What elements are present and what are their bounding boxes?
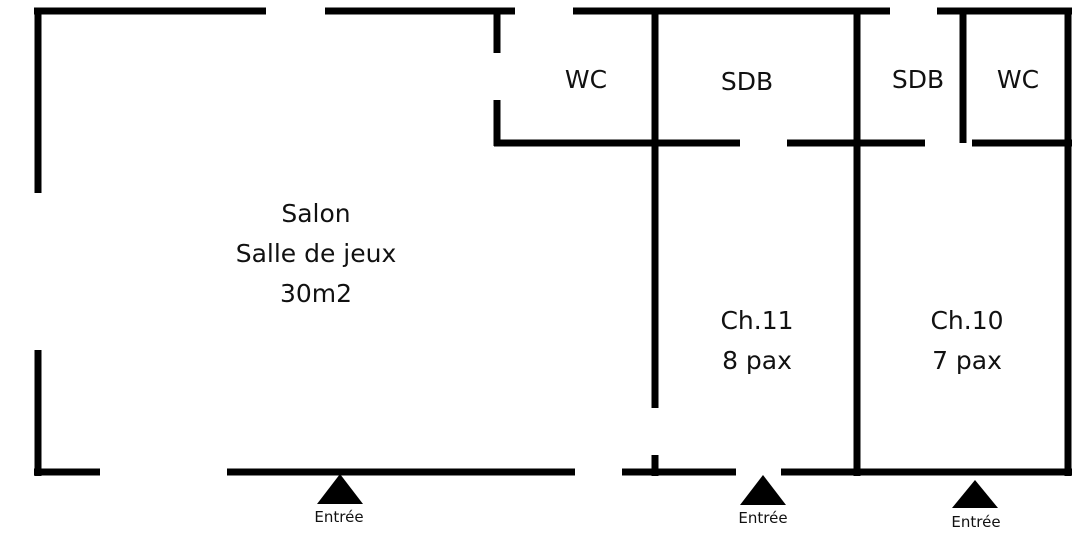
ch11-name-label: Ch.11: [720, 306, 793, 335]
sdb-right-label: SDB: [892, 65, 944, 94]
walls: [34, 7, 1072, 476]
entrance-arrow-ch10-icon: [952, 480, 998, 508]
ch10-capacity-label: 7 pax: [932, 346, 1002, 375]
entrance-label-ch10: Entrée: [951, 513, 1000, 531]
entrance-arrow-ch11-icon: [740, 475, 786, 505]
sdb-left-label: SDB: [721, 67, 773, 96]
salon-label-line2: Salle de jeux: [236, 239, 397, 268]
wc-left-label: WC: [565, 65, 607, 94]
salon-area-label: 30m2: [280, 279, 352, 308]
wc-right-label: WC: [997, 65, 1039, 94]
entrance-arrow-salon-icon: [317, 474, 363, 504]
ch10-name-label: Ch.10: [930, 306, 1003, 335]
entrance-label-ch11: Entrée: [738, 509, 787, 527]
ch11-capacity-label: 8 pax: [722, 346, 792, 375]
entrance-label-salon: Entrée: [314, 508, 363, 526]
salon-label-line1: Salon: [281, 199, 350, 228]
